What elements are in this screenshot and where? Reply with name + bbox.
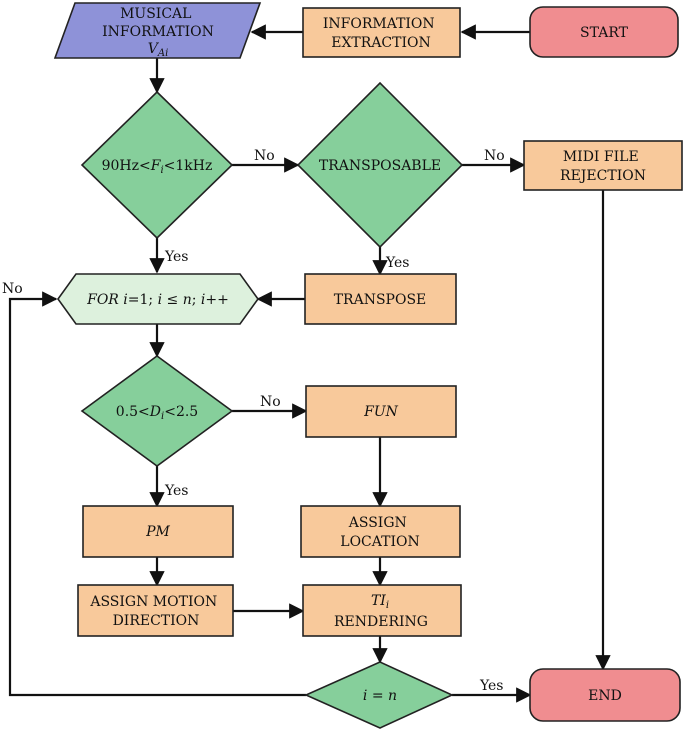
musical-information-variable: VAi [148, 41, 169, 59]
transposable-label: TRANSPOSABLE [319, 158, 441, 174]
musical-information-node: MUSICAL INFORMATION VAi [53, 2, 262, 59]
assign-location-node: ASSIGN LOCATION [300, 505, 461, 558]
frequency-check-node: 90Hz<Fi<1kHz [80, 90, 234, 240]
transposable-node: TRANSPOSABLE [296, 81, 464, 249]
label-freq-yes: Yes [164, 249, 189, 265]
midi-rejection-shape [523, 140, 683, 191]
musical-information-shape [53, 2, 262, 59]
edge-end-check-no-to-loop [8, 291, 306, 697]
information-extraction-shape [302, 7, 461, 58]
transpose-node: TRANSPOSE [304, 273, 457, 325]
musical-information-label: MUSICAL INFORMATION [102, 6, 214, 40]
label-transposable-no: No [484, 148, 505, 164]
assign-motion-node: ASSIGN MOTION DIRECTION [77, 584, 234, 637]
for-loop-label: FOR i=1; i ≤ n; i++ [86, 292, 229, 308]
assign-motion-label: ASSIGN MOTION DIRECTION [89, 594, 221, 629]
end-shape [529, 668, 681, 722]
fun-node: FUN [305, 385, 457, 438]
end-check-label: i = n [363, 688, 397, 704]
edges [8, 24, 611, 703]
end-node: END [529, 668, 681, 722]
assign-location-shape [300, 505, 461, 558]
midi-rejection-node: MIDI FILE REJECTION [523, 140, 683, 191]
ti-rendering-node: TIi RENDERING [302, 584, 462, 637]
end-check-node: i = n [304, 661, 454, 729]
transpose-shape [304, 273, 457, 325]
information-extraction-node: INFORMATION EXTRACTION [302, 7, 461, 58]
ti-rendering-var: TIi [371, 593, 389, 611]
midi-rejection-label: MIDI FILE REJECTION [560, 149, 646, 184]
frequency-check-shape [80, 90, 234, 240]
end-check-shape [304, 661, 454, 729]
for-loop-node: FOR i=1; i ≤ n; i++ [57, 273, 259, 325]
label-transposable-yes: Yes [385, 255, 410, 271]
for-loop-shape [57, 273, 259, 325]
start-shape [529, 6, 679, 58]
pm-node: PM [82, 505, 234, 558]
label-freq-no: No [254, 148, 275, 164]
pm-shape [82, 505, 234, 558]
duration-check-label: 0.5<Di<2.5 [116, 404, 198, 422]
label-loop-no: No [2, 281, 23, 297]
label-duration-no: No [260, 394, 281, 410]
pm-label: PM [145, 524, 170, 540]
duration-check-shape [80, 355, 234, 467]
edge-labels: No No Yes Yes No No Yes Yes [2, 148, 505, 694]
information-extraction-label: INFORMATION EXTRACTION [323, 16, 439, 51]
duration-check-node: 0.5<Di<2.5 [80, 355, 234, 467]
label-end-yes: Yes [479, 678, 504, 694]
transposable-shape [296, 81, 464, 249]
fun-label: FUN [363, 404, 399, 420]
assign-motion-shape [77, 584, 234, 637]
label-duration-yes: Yes [164, 483, 189, 499]
ti-rendering-shape [302, 584, 462, 637]
start-node: START [529, 6, 679, 58]
start-label: START [580, 25, 629, 41]
transpose-label: TRANSPOSE [334, 292, 427, 308]
fun-shape [305, 385, 457, 438]
assign-location-label: ASSIGN LOCATION [340, 515, 419, 550]
ti-rendering-label: RENDERING [334, 614, 428, 630]
frequency-check-label: 90Hz<Fi<1kHz [102, 158, 213, 176]
end-label: END [588, 688, 622, 704]
